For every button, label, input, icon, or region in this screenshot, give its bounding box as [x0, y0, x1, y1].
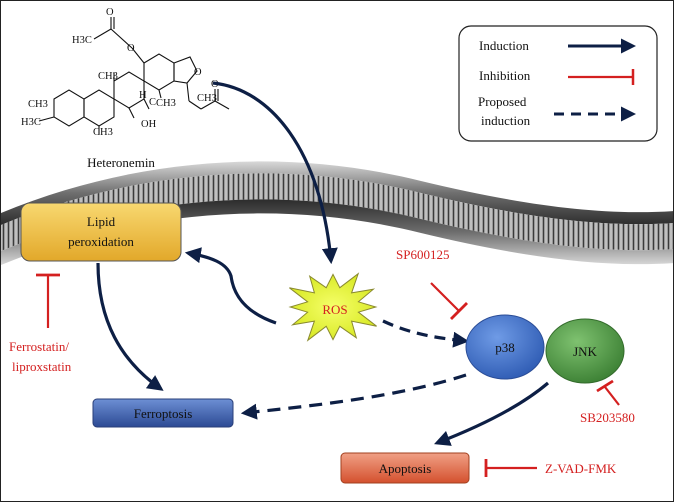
arrow-jnk-to-apoptosis — [434, 381, 550, 446]
oh-label: OH — [141, 119, 157, 130]
arrow-p38-to-ferroptosis — [240, 373, 467, 420]
apoptosis-label: Apoptosis — [379, 461, 432, 476]
sp600125-label: SP600125 — [396, 247, 449, 262]
jnk-node: JNK — [545, 318, 625, 384]
ferroptosis-label: Ferroptosis — [134, 406, 193, 421]
lipid-label-line2: peroxidation — [68, 234, 134, 249]
ferrostatin-label-line1: Ferrostatin/ — [9, 339, 69, 354]
ch3-d-label: CH3 — [156, 98, 176, 109]
jnk-label: JNK — [573, 344, 597, 359]
h3c-left-label: H3C — [21, 117, 41, 128]
arrows — [96, 81, 550, 446]
legend-box — [458, 25, 658, 142]
inhibitions — [36, 273, 620, 477]
zvad-fmk-label: Z-VAD-FMK — [545, 461, 617, 476]
arrow-ros-to-lipid — [184, 247, 277, 325]
legend-induction-label: Induction — [479, 38, 529, 53]
ring-o-label: O — [194, 67, 202, 78]
inhibition-sb203580-line — [604, 386, 620, 406]
ch3-b-label: CH3 — [28, 99, 48, 110]
lipid-label-line1: Lipid — [87, 214, 116, 229]
p38-label: p38 — [495, 340, 515, 355]
jnk-ellipse — [545, 318, 625, 384]
apoptosis-box — [340, 452, 470, 484]
apoptosis-node: Apoptosis — [340, 452, 470, 484]
acetyl-right-ch3-label: CH3 — [197, 93, 217, 104]
inhibition-sb203580-bar — [596, 379, 614, 393]
ch3-c-label: CH3 — [93, 127, 113, 138]
lipid-peroxidation-node: Lipid peroxidation — [20, 202, 182, 262]
h-label: H — [139, 90, 147, 101]
heteronemin-structure — [38, 17, 230, 135]
legend-proposed-line1: Proposed — [478, 94, 527, 109]
ch3-a-label: CH3 — [98, 71, 118, 82]
ros-burst — [288, 272, 378, 342]
legend: Induction Inhibition Proposed induction — [458, 25, 658, 142]
arrow-heteronemin-to-ros — [212, 81, 338, 265]
sb203580-label: SB203580 — [580, 410, 635, 425]
inhibition-sp600125-line — [430, 282, 460, 312]
ester-o-label: O — [127, 43, 135, 54]
p38-ellipse — [465, 314, 545, 380]
legend-inhibition-label: Inhibition — [479, 68, 531, 83]
c-label: C — [149, 97, 156, 108]
heteronemin-label: Heteronemin — [87, 155, 155, 170]
legend-proposed-line2: induction — [481, 113, 531, 128]
ferroptosis-box — [92, 398, 234, 428]
arrow-lipid-to-ferroptosis — [96, 262, 164, 391]
inhibition-sp600125-bar — [450, 302, 468, 320]
acetyl-top-o-label: O — [106, 7, 114, 18]
ferroptosis-node: Ferroptosis — [92, 398, 234, 428]
acetyl-top-ch3-label: H3C — [72, 35, 92, 46]
arrow-ros-to-p38 — [382, 319, 470, 348]
p38-node: p38 — [465, 314, 545, 380]
heteronemin-atom-labels: O H3C O O CH3 H C CH3 H3C CH3 OH O CH3 C… — [21, 7, 219, 138]
inhibitor-labels: SP600125 SB203580 Z-VAD-FMK Ferrostatin/… — [9, 247, 635, 476]
ros-label: ROS — [322, 302, 347, 317]
lipid-peroxidation-box — [20, 202, 182, 262]
ferrostatin-label-line2: liproxstatin — [12, 359, 72, 374]
ros-node: ROS — [288, 272, 378, 342]
